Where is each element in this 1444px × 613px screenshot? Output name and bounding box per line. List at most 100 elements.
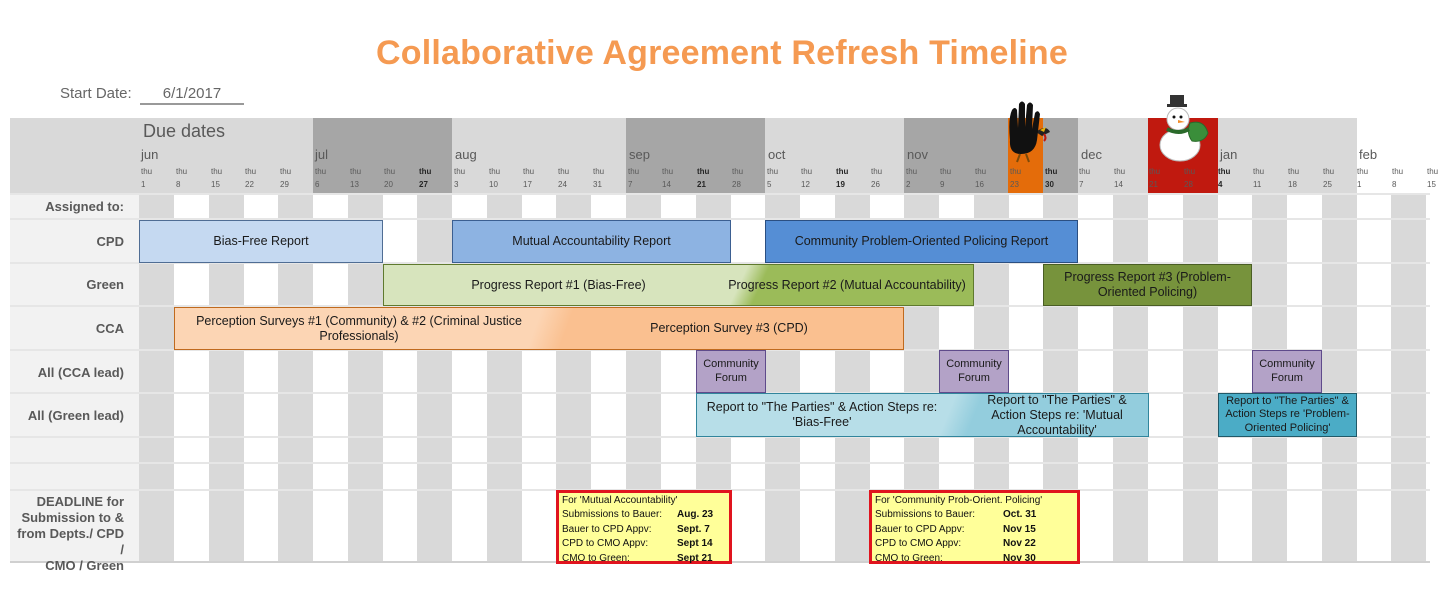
- week-stripe: [1183, 195, 1218, 563]
- week-weekday-label: thu: [280, 167, 292, 176]
- deadline-box-community-problem-oriented: For 'Community Prob-Orient. Policing' Su…: [869, 490, 1080, 564]
- week-weekday-label: thu: [1323, 167, 1335, 176]
- bar-perception-1-2-label: Perception Surveys #1 (Community) & #2 (…: [196, 313, 522, 343]
- week-day-label: 19: [836, 180, 845, 189]
- bar-parties-problem-oriented[interactable]: Report to "The Parties" & Action Steps r…: [1218, 393, 1357, 437]
- bar-progress-report-3[interactable]: Progress Report #3 (Problem-Oriented Pol…: [1043, 264, 1252, 306]
- week-day-label: 1: [141, 180, 146, 189]
- row-label-cpd: CPD: [96, 234, 124, 249]
- row-label-green: Green: [86, 277, 124, 292]
- week-day-label: 11: [1253, 180, 1262, 189]
- header-band-nov: [904, 118, 1008, 193]
- header-band-sep: [626, 118, 765, 193]
- week-day-label: 20: [384, 180, 393, 189]
- week-day-label: 13: [350, 180, 359, 189]
- turkey-hand-icon: [1009, 101, 1050, 163]
- bar-parties-reports-1-2[interactable]: Report to "The Parties" & Action Steps r…: [696, 393, 1149, 437]
- week-day-label: 8: [1392, 180, 1397, 189]
- week-day-label: 1: [1357, 180, 1362, 189]
- week-weekday-label: thu: [836, 167, 849, 176]
- bar-progress-1-label: Progress Report #1 (Bias-Free): [471, 277, 646, 292]
- week-day-label: 23: [1010, 180, 1019, 189]
- week-weekday-label: thu: [1288, 167, 1300, 176]
- bar-community-forum-2[interactable]: Community Forum: [939, 350, 1009, 393]
- deadline-line: CPD to CMO Appv:Sept 14: [562, 538, 713, 550]
- row-divider: [10, 218, 1430, 220]
- week-day-label: 8: [176, 180, 181, 189]
- header-band-oct: [765, 118, 904, 193]
- week-weekday-label: thu: [767, 167, 779, 176]
- week-weekday-label: thu: [245, 167, 257, 176]
- due-dates-label: Due dates: [143, 121, 226, 141]
- deadline-line: CMO to Green:Sept 21: [562, 552, 713, 564]
- month-label-jun: jun: [141, 147, 159, 162]
- week-day-label: 15: [211, 180, 220, 189]
- week-weekday-label: thu: [1114, 167, 1126, 176]
- bar-progress-reports-1-2[interactable]: Progress Report #1 (Bias-Free) Progress …: [383, 264, 974, 306]
- page-title: Collaborative Agreement Refresh Timeline: [376, 34, 1068, 72]
- bar-community-forum-3[interactable]: Community Forum: [1252, 350, 1322, 393]
- week-day-label: 3: [454, 180, 459, 189]
- start-date-label: Start Date:: [60, 85, 132, 102]
- header-band-feb: [1357, 118, 1430, 193]
- week-day-label: 6: [315, 180, 320, 189]
- week-stripe: [1322, 195, 1357, 563]
- week-weekday-label: thu: [1045, 167, 1058, 176]
- bar-perception-3-label: Perception Survey #3 (CPD): [650, 321, 808, 335]
- bar-copp-report[interactable]: Community Problem-Oriented Policing Repo…: [765, 220, 1078, 263]
- header-band-jul: [313, 118, 452, 193]
- week-weekday-label: thu: [211, 167, 223, 176]
- header-band-jan: [1218, 118, 1357, 193]
- row-label-assigned: Assigned to:: [45, 199, 124, 214]
- week-weekday-label: thu: [940, 167, 952, 176]
- row-divider: [10, 462, 1430, 464]
- week-day-label: 26: [871, 180, 880, 189]
- week-day-label: 18: [1288, 180, 1297, 189]
- deadline-box-mutual-accountability: For 'Mutual Accountability' Submissions …: [556, 490, 732, 564]
- week-day-label: 14: [1114, 180, 1123, 189]
- row-divider: [10, 262, 1430, 264]
- bar-mutual-accountability-report[interactable]: Mutual Accountability Report: [452, 220, 731, 263]
- week-weekday-label: thu: [1253, 167, 1265, 176]
- week-weekday-label: thu: [454, 167, 466, 176]
- week-day-label: 10: [489, 180, 498, 189]
- bar-perception-surveys[interactable]: Perception Surveys #1 (Community) & #2 (…: [174, 307, 904, 350]
- deadline-label-line: from Depts./ CPD /: [17, 526, 124, 557]
- deadline-line: Bauer to CPD Appv:Sept. 7: [562, 523, 710, 535]
- week-day-label: 12: [801, 180, 810, 189]
- week-weekday-label: thu: [315, 167, 327, 176]
- week-weekday-label: thu: [593, 167, 605, 176]
- row-label-deadline: DEADLINE for Submission to & from Depts.…: [10, 494, 124, 574]
- month-label-jul: jul: [315, 147, 329, 162]
- deadline-label-line: DEADLINE for: [36, 494, 124, 509]
- week-day-label: 21: [697, 180, 706, 189]
- week-weekday-label: thu: [697, 167, 710, 176]
- header-band-aug: [452, 118, 626, 193]
- week-weekday-label: thu: [419, 167, 432, 176]
- week-day-label: 25: [1323, 180, 1332, 189]
- week-weekday-label: thu: [871, 167, 883, 176]
- week-weekday-label: thu: [1184, 167, 1196, 176]
- deadline-line: CPD to CMO Appv:Nov 22: [875, 538, 1036, 550]
- month-label-dec: dec: [1081, 147, 1102, 162]
- row-divider: [10, 436, 1430, 438]
- deadline-heading: For 'Community Prob-Orient. Policing': [875, 495, 1043, 506]
- bar-bias-free-report[interactable]: Bias-Free Report: [139, 220, 383, 263]
- deadline-line: Bauer to CPD Appv:Nov 15: [875, 523, 1036, 535]
- week-day-label: 27: [419, 180, 428, 189]
- week-weekday-label: thu: [558, 167, 570, 176]
- week-weekday-label: thu: [523, 167, 535, 176]
- bar-community-forum-1[interactable]: Community Forum: [696, 350, 766, 393]
- start-date-input[interactable]: 6/1/2017: [140, 85, 244, 105]
- week-weekday-label: thu: [1392, 167, 1404, 176]
- row-label-cca: CCA: [95, 321, 124, 336]
- week-weekday-label: thu: [489, 167, 501, 176]
- week-weekday-label: thu: [384, 167, 396, 176]
- week-stripe: [1391, 195, 1426, 563]
- week-day-label: 22: [245, 180, 254, 189]
- header-band-jun: [139, 118, 313, 193]
- week-weekday-label: thu: [1357, 167, 1369, 176]
- row-header-column: [10, 195, 139, 563]
- week-weekday-label: thu: [1010, 167, 1022, 176]
- row-divider: [10, 305, 1430, 307]
